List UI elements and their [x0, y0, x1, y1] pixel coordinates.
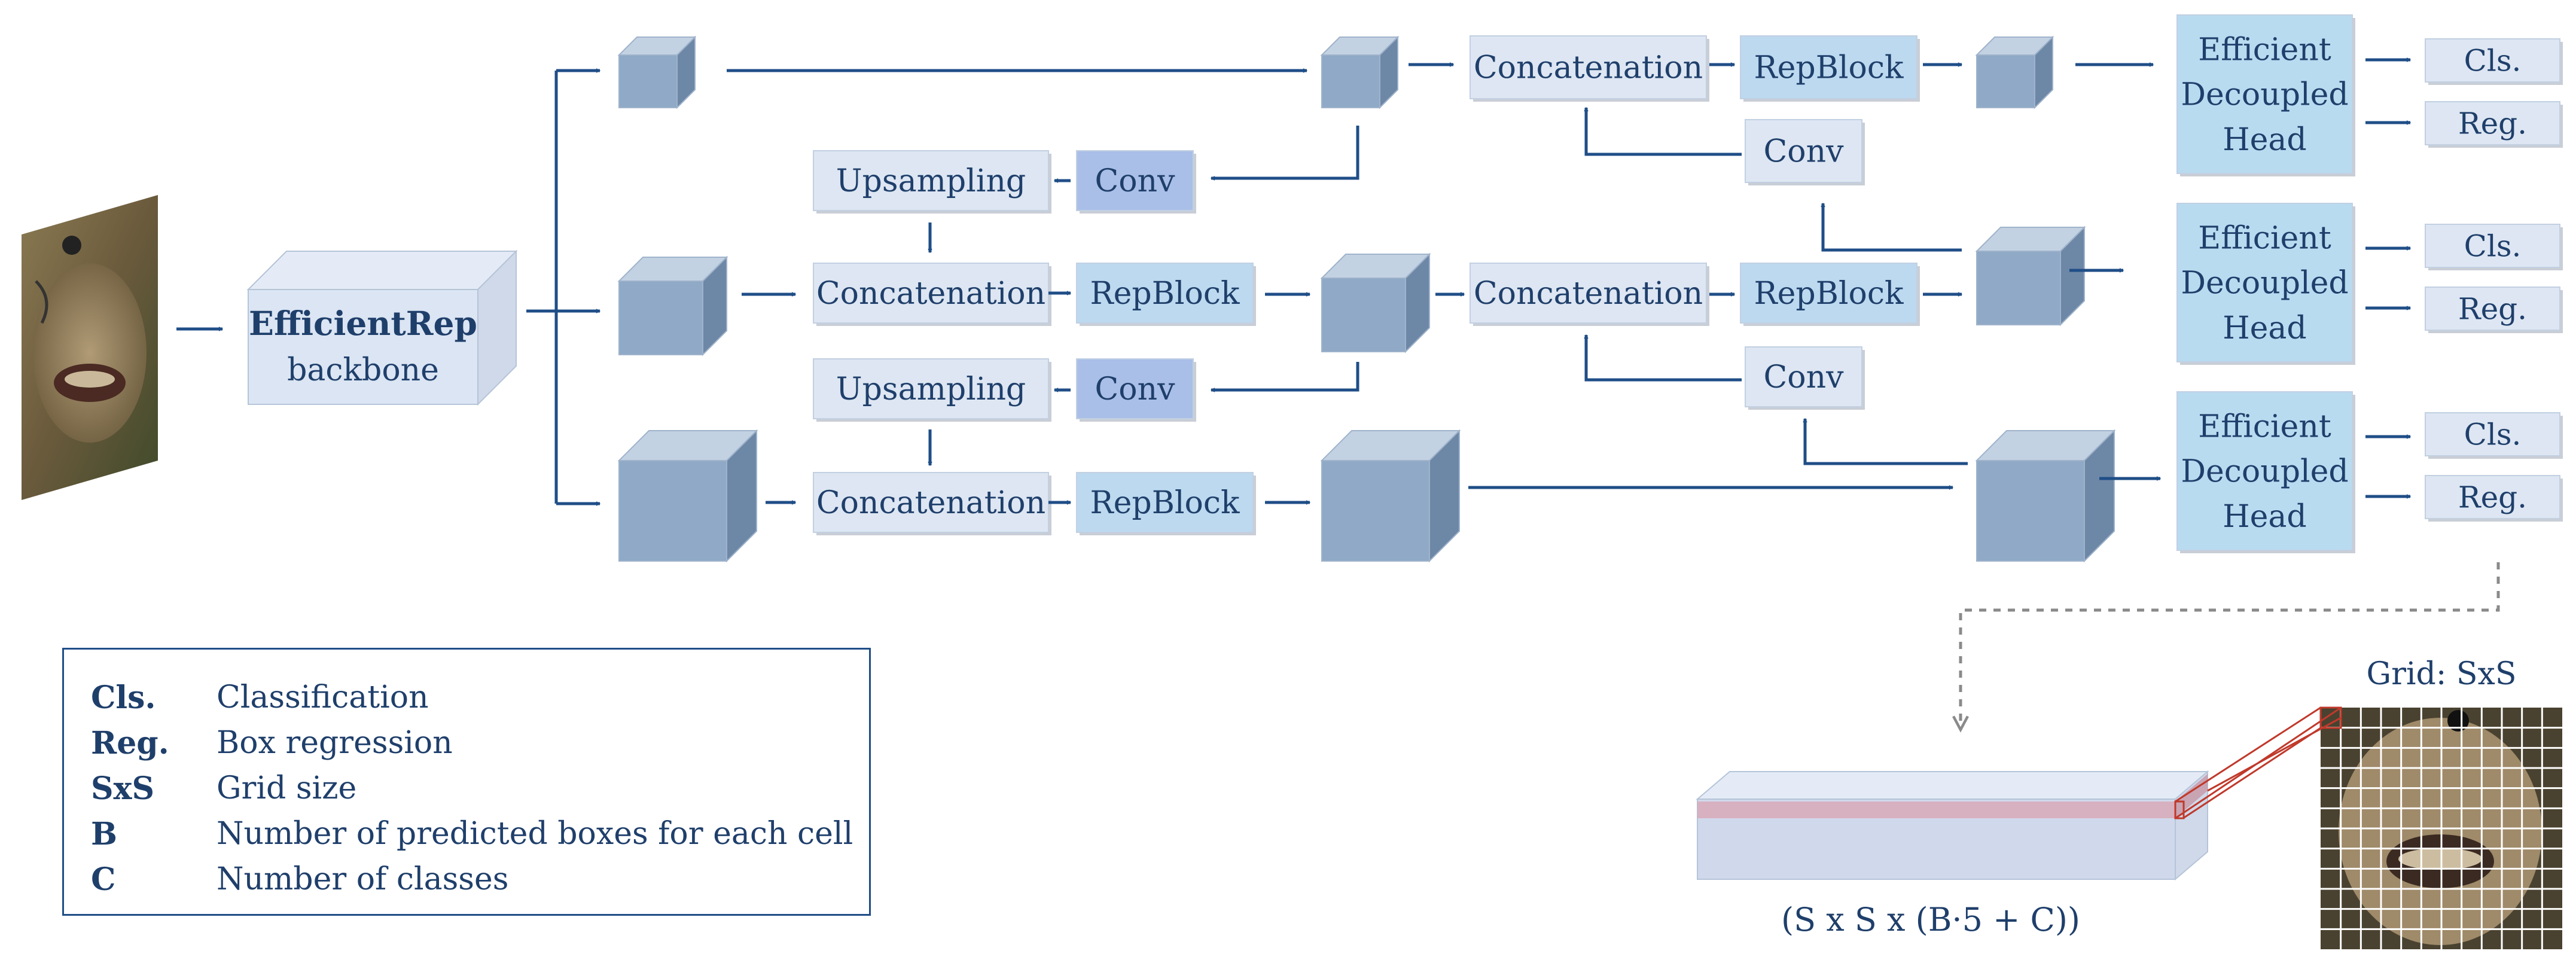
reg-output-block-label: Reg.	[2458, 106, 2527, 141]
feature-cube	[617, 255, 728, 356]
reg-output-block: Reg.	[2425, 287, 2563, 333]
concatenation-block-label: Concatenation	[816, 276, 1045, 312]
repblock-block: RepBlock	[1740, 35, 1920, 102]
decoupled-head-block-label: Efficient	[2198, 409, 2331, 444]
repblock-block-label: RepBlock	[1754, 50, 1904, 86]
legend-desc: Classification	[217, 679, 429, 715]
cls-output-block: Cls.	[2425, 224, 2563, 270]
conv-block-label: Conv	[1095, 371, 1176, 407]
grid-title: Grid: SxS	[2367, 656, 2517, 692]
feature-cube	[1975, 429, 2116, 563]
cls-output-block-label: Cls.	[2464, 418, 2522, 452]
conv-block: Conv	[1745, 346, 1865, 410]
feature-cube	[617, 35, 697, 109]
feature-cube	[1975, 225, 2086, 327]
output-tensor: (S x S x (B·5 + C))	[1696, 770, 2209, 938]
upsampling-block-label: Upsampling	[836, 163, 1026, 199]
decoupled-head-block-label: Efficient	[2198, 32, 2331, 68]
concatenation-block: Concatenation	[1470, 35, 1709, 102]
concatenation-block: Concatenation	[813, 472, 1051, 535]
cls-output-block: Cls.	[2425, 412, 2563, 459]
decoupled-head-block-label: Efficient	[2198, 220, 2331, 256]
backbone-title: EfficientRep	[249, 304, 477, 343]
backbone-subtitle: backbone	[287, 352, 439, 388]
legend-key: C	[91, 861, 116, 898]
cls-output-block-label: Cls.	[2464, 229, 2522, 264]
repblock-block: RepBlock	[1076, 472, 1256, 535]
decoupled-head-block-label: Head	[2223, 310, 2306, 346]
repblock-block: RepBlock	[1076, 263, 1256, 326]
legend-desc: Number of classes	[217, 861, 509, 897]
feature-cube	[1975, 35, 2054, 109]
concatenation-block-label: Concatenation	[1474, 50, 1703, 86]
reg-output-block: Reg.	[2425, 475, 2563, 522]
legend-desc: Box regression	[217, 725, 453, 761]
grid-image: Grid: SxS	[2174, 656, 2562, 949]
legend-key: SxS	[91, 770, 155, 807]
concatenation-block-label: Concatenation	[816, 485, 1045, 521]
tensor-formula: (S x S x (B·5 + C))	[1781, 901, 2080, 938]
upsampling-block-label: Upsampling	[836, 371, 1026, 407]
concatenation-block: Concatenation	[813, 263, 1051, 326]
feature-cube	[1320, 252, 1431, 354]
concatenation-block: Concatenation	[1470, 263, 1709, 326]
repblock-block-label: RepBlock	[1754, 276, 1904, 312]
feature-cube	[1320, 35, 1400, 109]
feature-cube	[1320, 429, 1461, 563]
connector-arrow	[1211, 126, 1359, 178]
legend-key: B	[91, 816, 117, 852]
connector-arrow	[1211, 362, 1359, 390]
cls-output-block: Cls.	[2425, 38, 2563, 85]
decoupled-head-block-label: Head	[2223, 122, 2306, 158]
conv-block: Conv	[1076, 358, 1196, 422]
reg-output-block-label: Reg.	[2458, 480, 2527, 515]
upsampling-block: Upsampling	[813, 150, 1051, 214]
conv-block: Conv	[1745, 119, 1865, 185]
legend-box: Cls. Classification Reg. Box regression …	[62, 648, 871, 916]
legend-desc: Number of predicted boxes for each cell	[217, 816, 853, 852]
repblock-block-label: RepBlock	[1090, 485, 1240, 521]
backbone-block: EfficientRep backbone	[246, 249, 518, 406]
connector-arrow	[1805, 419, 1968, 465]
decoupled-head-block-label: Head	[2223, 499, 2306, 535]
legend-desc: Grid size	[217, 770, 357, 806]
feature-cube	[617, 429, 758, 563]
reg-output-block: Reg.	[2425, 101, 2563, 148]
dotted-connector	[1961, 562, 2500, 730]
connectors	[176, 60, 2410, 504]
connector-arrow	[1586, 335, 1742, 382]
conv-block-label: Conv	[1764, 359, 1845, 395]
upsampling-block: Upsampling	[813, 358, 1051, 422]
reg-output-block-label: Reg.	[2458, 292, 2527, 327]
concatenation-block-label: Concatenation	[1474, 276, 1703, 312]
input-face-image	[22, 195, 158, 500]
conv-block-label: Conv	[1764, 134, 1845, 170]
decoupled-head-block-label: Decoupled	[2181, 266, 2348, 301]
feature-cubes	[617, 35, 2116, 563]
decoupled-head-block-label: Decoupled	[2181, 77, 2348, 113]
repblock-block-label: RepBlock	[1090, 276, 1240, 312]
legend-key: Reg.	[91, 725, 169, 761]
decoupled-head-block-label: Decoupled	[2181, 454, 2348, 490]
repblock-block: RepBlock	[1740, 263, 1920, 326]
cls-output-block-label: Cls.	[2464, 44, 2522, 78]
conv-block: Conv	[1076, 150, 1196, 214]
connector-arrow	[1823, 203, 1962, 252]
conv-block-label: Conv	[1095, 163, 1176, 199]
legend-key: Cls.	[91, 679, 156, 716]
connector-arrow	[1586, 108, 1742, 156]
